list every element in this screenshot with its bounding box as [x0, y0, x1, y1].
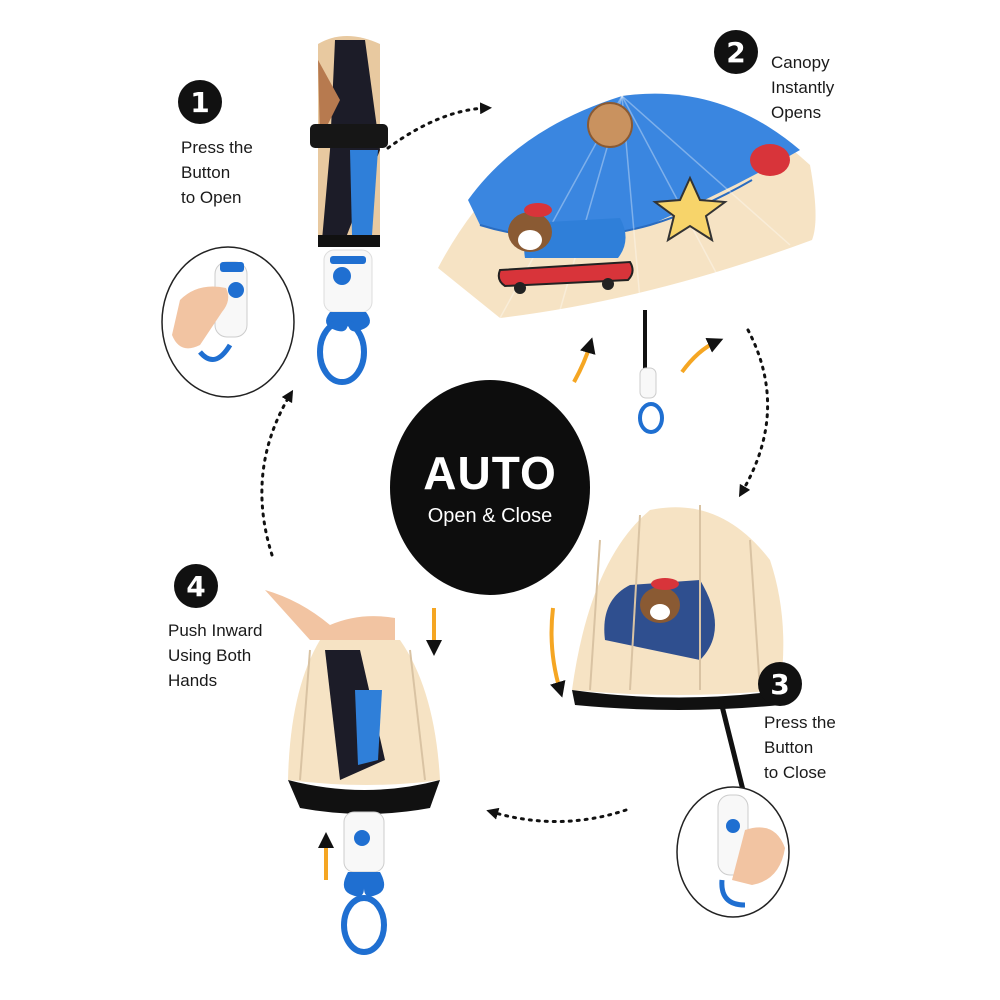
step-2-text: Canopy Instantly Opens	[771, 53, 835, 122]
step-1-number: 1	[178, 80, 222, 124]
cycle-arrow-1-to-2	[386, 102, 492, 150]
closing-umbrella	[572, 505, 785, 793]
press-to-open-inset	[161, 246, 295, 398]
step-2-number: 2	[714, 30, 758, 74]
step-4-text: Push Inward Using Both Hands	[168, 621, 263, 690]
center-subtitle: Open & Close	[427, 505, 553, 527]
step-3-text: Press the Button to Close	[764, 713, 836, 782]
folded-umbrella	[310, 36, 388, 385]
closing-arrow	[549, 607, 566, 698]
press-to-close-inset	[676, 786, 790, 918]
step-4-number: 4	[174, 564, 218, 608]
cycle-arrow-2-to-3	[738, 328, 769, 498]
opening-arrow-left	[572, 337, 596, 383]
auto-open-close-badge: AUTO Open & Close	[390, 380, 590, 595]
opening-arrow-right	[680, 337, 724, 374]
pushing-umbrella	[265, 590, 440, 955]
cycle-arrow-3-to-4	[486, 807, 628, 823]
step-1-text: Press the Button to Open	[181, 138, 253, 207]
center-title: AUTO	[423, 447, 557, 499]
cycle-arrow-4-to-1	[260, 389, 294, 557]
open-umbrella	[438, 93, 816, 434]
step-3-number: 3	[758, 662, 802, 706]
